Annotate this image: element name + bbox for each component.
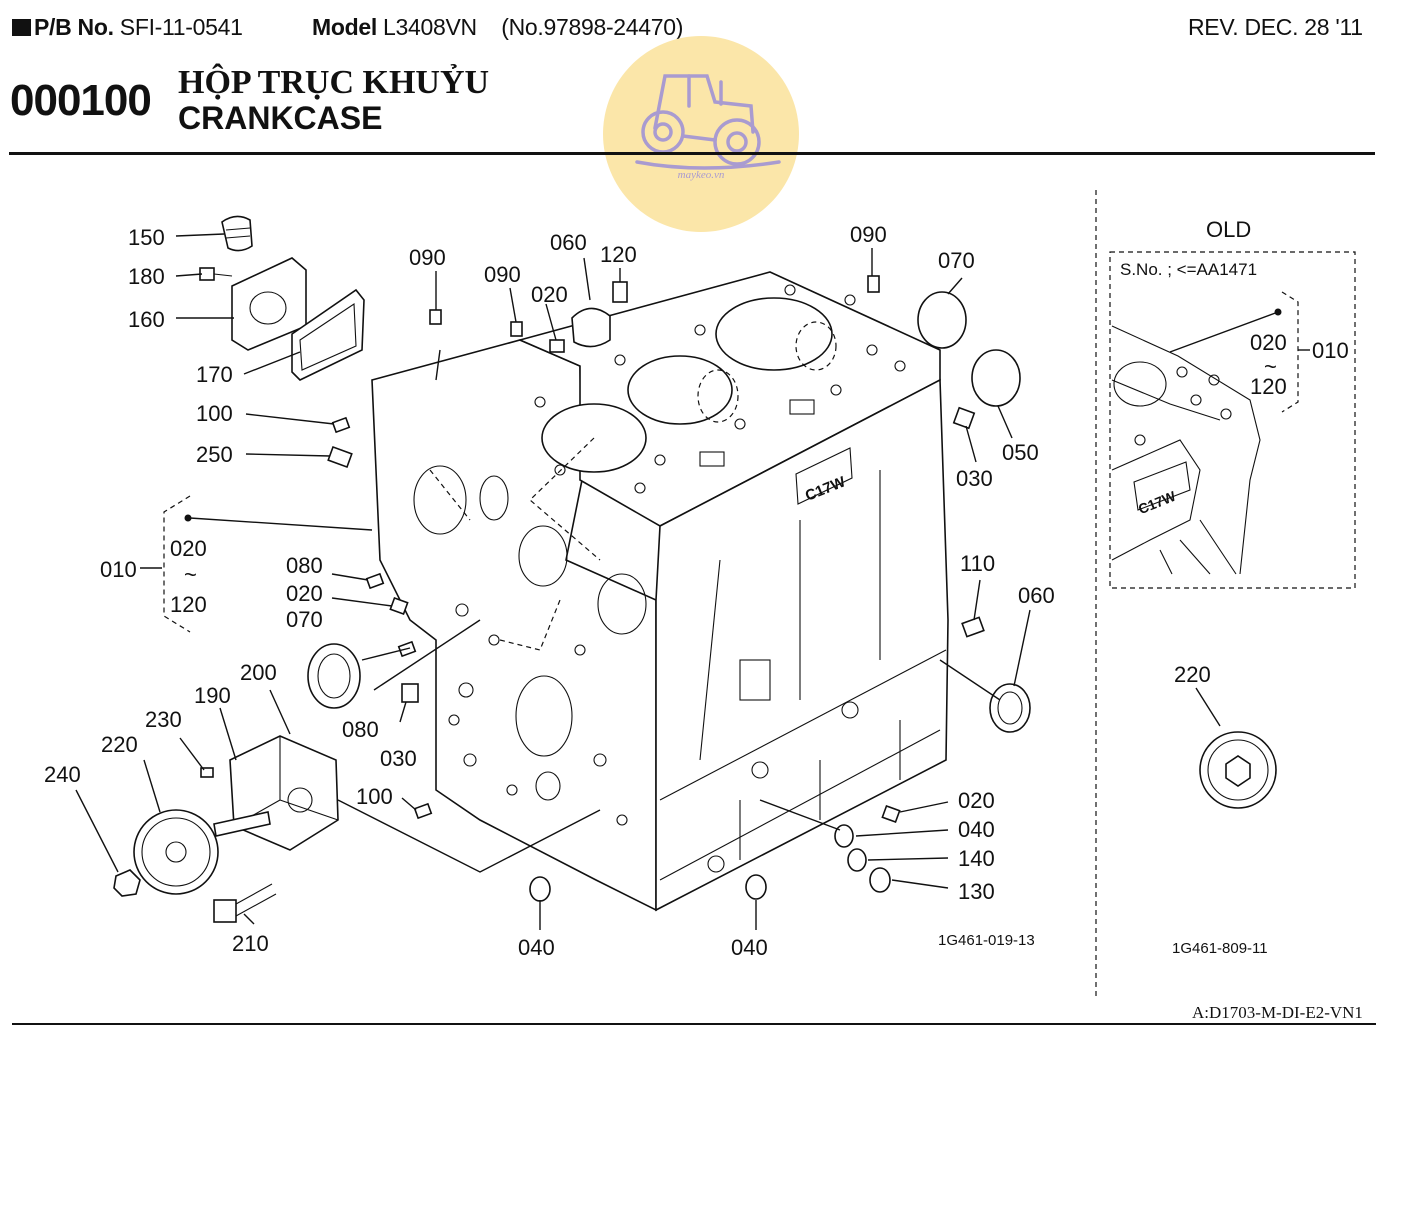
bracket-range-tilde: ~ (184, 562, 197, 587)
part-label: 060 (1018, 583, 1055, 608)
part-label: 080 (342, 717, 379, 742)
watermark-logo: maykeo.vn (603, 36, 799, 232)
loose-parts (113, 215, 1031, 923)
pb-number: P/B No. SFI-11-0541 (12, 14, 243, 41)
header-divider (9, 152, 1375, 155)
bracket-range-from: 020 (170, 536, 207, 561)
part-label: 090 (850, 222, 887, 247)
part-label: 040 (731, 935, 768, 960)
part-label: 230 (145, 707, 182, 732)
part-label: 110 (960, 551, 995, 576)
bracket-range-to: 120 (170, 592, 207, 617)
old-gear (1199, 731, 1277, 809)
old-block-marking: C17W (1136, 487, 1179, 517)
part-label: 060 (550, 230, 587, 255)
part-label: 010 (100, 557, 137, 582)
footer-code: A:D1703-M-DI-E2-VN1 (1192, 1003, 1363, 1022)
part-labels: 150 180 160 170 100 250 010 090 090 060 … (44, 222, 1055, 960)
part-label: 070 (938, 248, 975, 273)
model-info: Model L3408VN (No.97898-24470) (312, 14, 683, 41)
part-label: 040 (518, 935, 555, 960)
old-range-to: 120 (1250, 374, 1287, 399)
revision-date: REV. DEC. 28 '11 (1188, 14, 1363, 40)
part-label: 090 (409, 245, 446, 270)
pb-value: SFI-11-0541 (119, 14, 243, 40)
footer-divider (12, 1023, 1376, 1025)
part-label: 020 (531, 282, 568, 307)
old-range-from: 020 (1250, 330, 1287, 355)
part-label: 030 (380, 746, 417, 771)
old-drawing-number: 1G461-809-11 (1172, 940, 1268, 957)
part-label: 190 (194, 683, 231, 708)
oil-pump-gear (133, 809, 219, 895)
section-number: 000100 (10, 76, 152, 125)
range-bracket: 020 ~ 120 (163, 495, 207, 633)
part-label: 120 (600, 242, 637, 267)
pb-label: P/B No. (34, 14, 114, 40)
bullet-square-icon (12, 19, 31, 36)
part-label: 130 (958, 879, 995, 904)
section-title-vn: HỘP TRỤC KHUỶU (178, 64, 490, 101)
part-label: 180 (128, 264, 165, 289)
part-label: 090 (484, 262, 521, 287)
model-number: (No.97898-24470) (501, 14, 684, 40)
old-heading: OLD (1206, 217, 1251, 242)
part-label: 150 (128, 225, 165, 250)
part-label: 020 (958, 788, 995, 813)
part-label: 160 (128, 307, 165, 332)
model-label: Model (312, 14, 377, 40)
model-value: L3408VN (383, 14, 477, 40)
part-label: 250 (196, 442, 233, 467)
crankcase-block: C17W (371, 271, 949, 912)
part-label: 070 (286, 607, 323, 632)
logo-text: maykeo.vn (678, 169, 725, 181)
old-label-010: 010 (1312, 338, 1349, 363)
old-version-panel: OLD S.No. ; <=AA1471 C17W 010 020 ~ 120 … (1095, 190, 1356, 996)
part-label: 030 (956, 466, 993, 491)
part-label: 020 (286, 581, 323, 606)
part-label: 080 (286, 553, 323, 578)
part-label: 100 (196, 401, 233, 426)
tractor-icon: maykeo.vn (635, 74, 781, 181)
part-label: 220 (101, 732, 138, 757)
old-serial-note: S.No. ; <=AA1471 (1120, 260, 1257, 279)
part-label: 170 (196, 362, 233, 387)
old-gear-label: 220 (1174, 662, 1211, 687)
part-label: 210 (232, 931, 269, 956)
main-drawing-number: 1G461-019-13 (938, 932, 1035, 949)
part-label: 200 (240, 660, 277, 685)
part-label: 100 (356, 784, 393, 809)
part-label: 040 (958, 817, 995, 842)
part-label: 240 (44, 762, 81, 787)
leader-lines (75, 233, 1031, 930)
section-title-en: CRANKCASE (178, 100, 383, 136)
old-range-tilde: ~ (1264, 354, 1277, 379)
part-label: 140 (958, 846, 995, 871)
part-label: 050 (1002, 440, 1039, 465)
